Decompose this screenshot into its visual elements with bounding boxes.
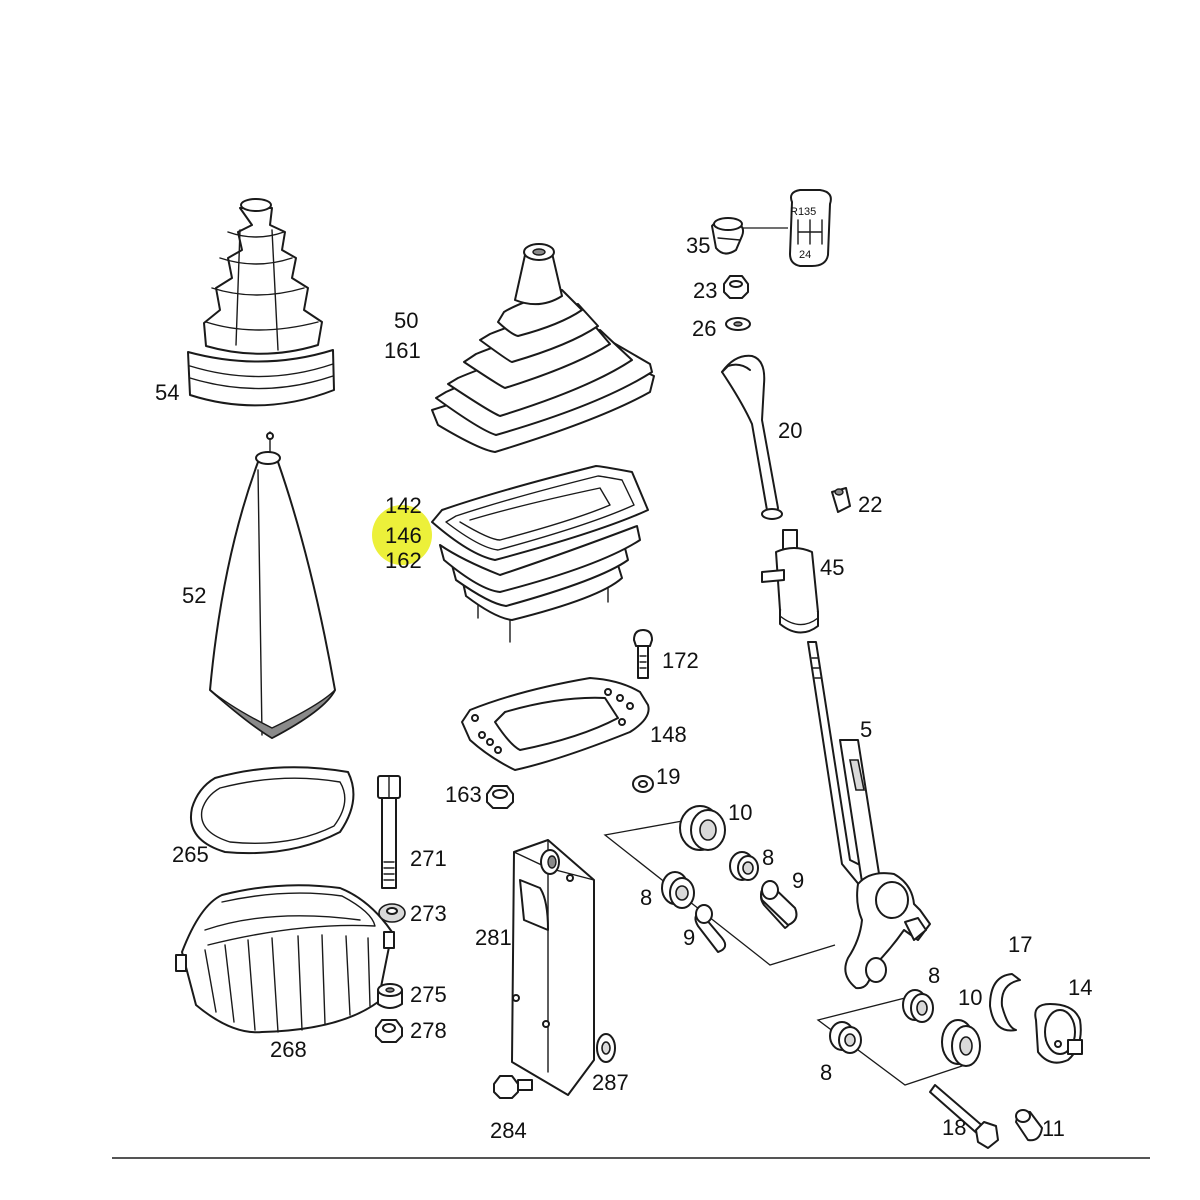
part-284-bolt[interactable]	[493, 1075, 533, 1099]
label-10-right: 10	[958, 985, 982, 1010]
label-9-lower: 9	[683, 925, 695, 950]
label-45: 45	[820, 555, 844, 580]
label-162: 162	[385, 548, 422, 573]
part-45-lever-head[interactable]	[761, 529, 819, 634]
part-10-bushing-right[interactable]	[941, 1019, 981, 1067]
label-268: 268	[270, 1037, 307, 1062]
part-17-circlip[interactable]	[989, 973, 1021, 1032]
label-284: 284	[490, 1118, 527, 1143]
shift-pattern-bottom: 24	[799, 249, 811, 261]
label-265: 265	[172, 842, 209, 867]
label-8-right-lower: 8	[820, 1060, 832, 1085]
label-22: 22	[858, 492, 882, 517]
label-54: 54	[155, 380, 179, 405]
label-18: 18	[942, 1115, 966, 1140]
label-20: 20	[778, 418, 802, 443]
part-22-sleeve[interactable]	[831, 487, 851, 513]
part-8-bushing-lower[interactable]	[661, 871, 695, 909]
part-18-bolt[interactable]	[929, 1084, 999, 1149]
part-50-shift-boot[interactable]	[431, 243, 655, 453]
label-50: 50	[394, 308, 418, 333]
part-172-bolt[interactable]	[633, 629, 653, 679]
label-8-right-upper: 8	[928, 963, 940, 988]
part-275-spacer[interactable]	[377, 983, 403, 1009]
part-271-bolt[interactable]	[377, 775, 401, 889]
shift-pattern-top: R135	[790, 206, 816, 218]
shift-pattern-badge: R135 24	[789, 189, 832, 267]
part-273-washer[interactable]	[378, 903, 406, 923]
part-35-knob-insert[interactable]	[711, 217, 745, 255]
label-9-upper: 9	[792, 868, 804, 893]
label-146: 146	[385, 523, 422, 548]
part-142-boot-frame[interactable]	[431, 465, 649, 643]
label-287: 287	[592, 1070, 629, 1095]
label-148: 148	[650, 722, 687, 747]
part-19-washer[interactable]	[632, 775, 654, 793]
label-14: 14	[1068, 975, 1092, 1000]
part-9-sleeve-lower[interactable]	[694, 904, 727, 953]
part-8-bushing-right-lower[interactable]	[829, 1021, 862, 1054]
label-172: 172	[662, 648, 699, 673]
label-273: 273	[410, 901, 447, 926]
highlight-marker	[372, 505, 432, 565]
label-275: 275	[410, 982, 447, 1007]
part-52-gaiter[interactable]	[209, 431, 336, 739]
label-5: 5	[860, 717, 872, 742]
label-10-upper: 10	[728, 800, 752, 825]
part-9-sleeve-upper[interactable]	[760, 880, 798, 929]
label-8-upper: 8	[762, 845, 774, 870]
part-163-nut[interactable]	[486, 785, 514, 809]
label-8-lower: 8	[640, 885, 652, 910]
label-163: 163	[445, 782, 482, 807]
part-278-nut[interactable]	[375, 1019, 403, 1043]
label-52: 52	[182, 583, 206, 608]
part-11-cap[interactable]	[1015, 1109, 1043, 1142]
assembly-bracket-right	[816, 997, 966, 1086]
label-26: 26	[692, 316, 716, 341]
part-14-bearing-cap[interactable]	[1034, 1003, 1083, 1064]
part-26-washer[interactable]	[725, 317, 751, 331]
part-10-bushing[interactable]	[679, 805, 726, 851]
label-161: 161	[384, 338, 421, 363]
part-148-gasket-plate[interactable]	[461, 677, 650, 771]
label-11: 11	[1042, 1116, 1065, 1141]
label-142: 142	[385, 493, 422, 518]
part-8-bushing-upper[interactable]	[729, 851, 759, 881]
label-281: 281	[475, 925, 512, 950]
part-8-bushing-right-upper[interactable]	[902, 989, 934, 1023]
part-268-housing[interactable]	[175, 884, 395, 1034]
part-20-shift-knob[interactable]	[721, 354, 783, 520]
label-23: 23	[693, 278, 717, 303]
part-281-bracket[interactable]	[511, 839, 595, 1096]
part-54-bellows-boot[interactable]	[187, 198, 335, 407]
part-287-spacer[interactable]	[596, 1033, 616, 1063]
label-271: 271	[410, 846, 447, 871]
label-19: 19	[656, 764, 680, 789]
label-17: 17	[1008, 932, 1032, 957]
part-265-ring-seal[interactable]	[190, 766, 355, 855]
part-5-shift-lever[interactable]	[807, 641, 931, 990]
label-35: 35	[686, 233, 710, 258]
label-278: 278	[410, 1018, 447, 1043]
part-23-nut[interactable]	[723, 275, 749, 299]
